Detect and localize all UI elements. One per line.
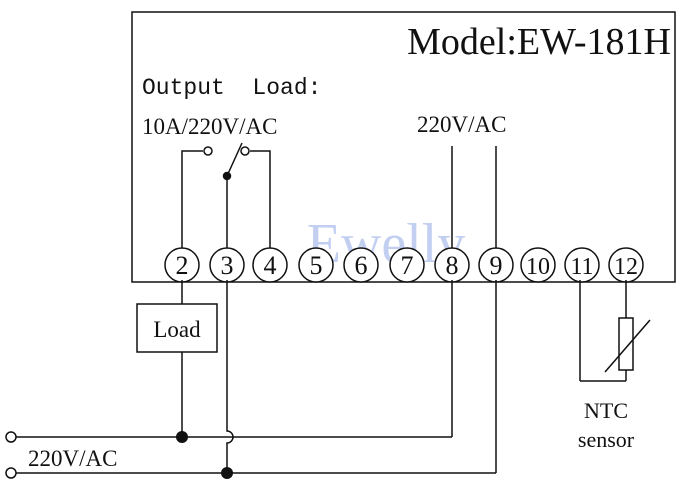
output-load-rating: 10A/220V/AC — [142, 114, 277, 139]
power-label-top: 220V/AC — [417, 112, 506, 137]
relay-contact-no — [240, 146, 250, 156]
terminal-label-5: 5 — [310, 251, 323, 280]
relay-contact-symbol — [181, 142, 271, 250]
terminal-label-2: 2 — [176, 251, 189, 280]
output-load-label: Output Load: — [142, 75, 321, 101]
ntc-label-line2: sensor — [578, 427, 635, 452]
junction-dot-line2 — [221, 467, 233, 479]
external-wiring — [16, 280, 497, 474]
internal-power-wires — [451, 146, 497, 250]
terminal-4 — [252, 247, 288, 283]
terminal-7 — [389, 247, 425, 283]
terminal-11 — [564, 247, 600, 283]
relay-wire-no — [250, 150, 271, 250]
ntc-label-line1: NTC — [584, 398, 628, 423]
terminal-label-7: 7 — [401, 251, 414, 280]
relay-contact-nc — [203, 146, 213, 156]
relay-wire-nc — [181, 150, 203, 250]
terminal-label-6: 6 — [355, 251, 368, 280]
load-box — [136, 303, 218, 353]
terminal-label-10: 10 — [526, 254, 550, 280]
junction-dot-line1 — [176, 431, 188, 443]
terminal-label-11: 11 — [570, 254, 593, 280]
terminal-block: 2 3 4 5 6 7 8 9 10 11 12 — [164, 247, 644, 283]
wire-t3-to-supply — [226, 280, 234, 473]
terminal-label-8: 8 — [446, 251, 459, 280]
terminal-5 — [298, 247, 334, 283]
ntc-thermistor-slash — [604, 319, 651, 373]
model-title: Model:EW-181H — [407, 21, 671, 63]
terminal-6 — [343, 247, 379, 283]
relay-switch-arm — [226, 142, 243, 177]
terminal-label-4: 4 — [264, 251, 277, 280]
supply-terminal-2 — [5, 467, 17, 479]
load-box-label: Load — [153, 317, 201, 342]
power-label-bottom: 220V/AC — [28, 446, 117, 471]
ntc-sensor — [579, 280, 651, 382]
terminal-label-3: 3 — [221, 251, 234, 280]
terminal-label-12: 12 — [614, 254, 638, 280]
ntc-thermistor — [618, 317, 634, 371]
terminal-label-9: 9 — [490, 251, 503, 280]
terminal-10 — [520, 247, 556, 283]
supply-terminal-1 — [5, 431, 17, 443]
